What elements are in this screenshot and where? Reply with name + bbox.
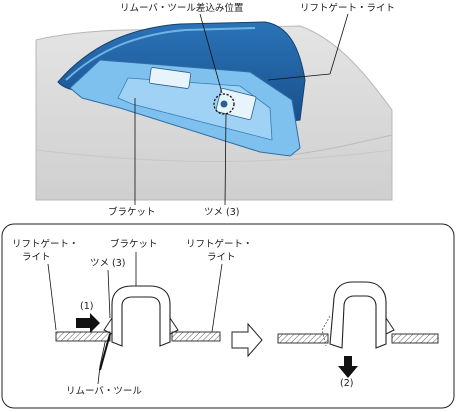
body-contour-line-lower: [289, 134, 393, 156]
label-tab-top: ツメ (3): [204, 207, 239, 218]
label-bracket-detail: ブラケット: [110, 238, 158, 250]
label-remover-tool: リムーバ・ツール: [66, 386, 142, 397]
step2-left-panel: [277, 333, 329, 344]
bracket-slot-right: [215, 88, 257, 120]
leader-right-light: [211, 263, 223, 333]
label-liftgate-light-right-2: ライト: [207, 252, 236, 263]
step1-tab-left: [103, 317, 113, 335]
step2-right-panel: [391, 333, 439, 344]
tool-insertion-marker: [213, 93, 235, 115]
leader-left-light: [47, 263, 57, 331]
bracket-slot: [148, 67, 192, 89]
label-step-2: (2): [340, 378, 353, 389]
leader-tab-detail: [107, 269, 111, 319]
top-illustration: リムーバ・ツール差込み位置 リフトゲート・ライト ブラケット ツメ (3): [35, 2, 422, 218]
step1-bracket: [111, 285, 171, 347]
detail-panel-frame: [1, 223, 455, 409]
label-tool-position: リムーバ・ツール差込み位置: [120, 2, 243, 14]
leader-remover-tool: [97, 337, 107, 385]
step2-down-arrow: [338, 356, 358, 378]
step1-tab-right: [169, 317, 179, 335]
lamp-highlight: [65, 27, 256, 81]
label-bracket-top: ブラケット: [108, 206, 156, 218]
leader-liftgate-light-2: [267, 73, 331, 81]
step2-tab-right: [385, 317, 395, 335]
step2-tab-ghost: [321, 315, 331, 347]
leader-liftgate-light: [329, 13, 349, 75]
body-contour-line: [35, 149, 393, 163]
label-step-1: (1): [80, 301, 93, 312]
label-liftgate-light-left-1: リフトゲート・: [12, 238, 79, 250]
label-liftgate-light-top: リフトゲート・ライト: [300, 2, 395, 14]
step1-right-panel: [171, 331, 221, 342]
step2-bracket: [329, 281, 387, 349]
step1-push-arrow: [76, 313, 100, 333]
label-liftgate-light-left-2: ライト: [22, 252, 51, 263]
step1-remover-tool: [99, 333, 111, 371]
step1-assembly: [55, 285, 221, 371]
step2-assembly: [277, 281, 439, 378]
detail-panel: リフトゲート・ ライト ブラケット リフトゲート・ ライト ツメ (3) (1)…: [1, 223, 455, 409]
leader-tab: [224, 113, 227, 206]
tool-insertion-point: [220, 100, 228, 108]
leader-tool-position: [199, 13, 223, 94]
step1-left-panel: [55, 331, 111, 342]
transition-arrow: [231, 322, 263, 358]
label-liftgate-light-right-1: リフトゲート・: [186, 238, 253, 250]
label-tab-detail: ツメ (3): [90, 258, 125, 269]
